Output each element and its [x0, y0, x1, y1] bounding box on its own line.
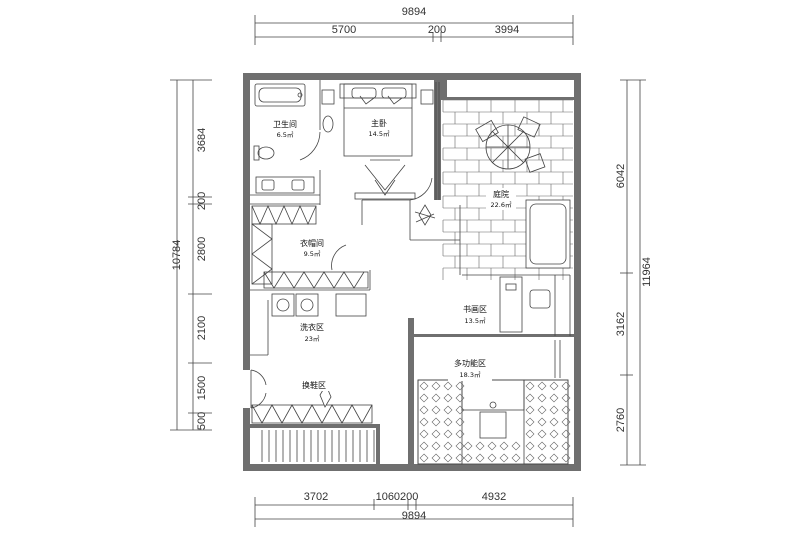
room-area-bathroom: 6.5㎡: [277, 130, 294, 139]
patio-umbrella-icon: [475, 116, 546, 173]
tv-stand-icon: [354, 159, 416, 200]
right-dimension-3: 2760: [615, 408, 627, 432]
top-dimensions: 9894 5700 200 3994: [254, 6, 574, 45]
right-dimensions: 6042 3162 2760 11964: [615, 79, 653, 466]
wardrobe-icon: [251, 205, 369, 289]
room-label-study: 书画区: [463, 304, 487, 314]
right-dimension-1: 6042: [615, 164, 627, 188]
room-area-closet: 9.5㎡: [304, 249, 321, 258]
left-dimension-5: 1500: [196, 376, 208, 400]
room-area-study: 13.5㎡: [465, 316, 486, 325]
room-area-laundry: 23㎡: [305, 334, 320, 343]
bathtub-icon: [254, 83, 306, 107]
room-label-bathroom: 卫生间: [273, 119, 297, 129]
closet-door-icon: [331, 244, 347, 271]
bottom-dimension-1: 3702: [304, 491, 328, 503]
sofa-sectional-icon: [417, 379, 569, 465]
left-dimension-1: 3684: [196, 128, 208, 152]
desk-icon: [499, 276, 551, 333]
room-label-shoe-area: 换鞋区: [302, 380, 326, 390]
wash-basin-icon: [255, 176, 315, 194]
top-dimension-3: 3994: [495, 24, 519, 36]
bottom-dimensions: 3702 1060200 4932 9894: [254, 491, 574, 527]
bed-icon: [321, 83, 434, 157]
staircase-icon: [261, 430, 375, 462]
left-dimension-6: 500: [196, 412, 208, 430]
bottom-total-dimension: 9894: [402, 510, 426, 522]
bathroom-door-icon: [299, 115, 334, 161]
top-dimension-2: 200: [428, 24, 446, 36]
washing-machine-icon: [271, 293, 367, 317]
room-label-courtyard: 庭院: [493, 189, 509, 199]
garden-bed-icon: [525, 199, 571, 269]
right-dimension-2: 3162: [615, 312, 627, 336]
room-label-master-bedroom: 主卧: [371, 118, 387, 128]
left-dimension-3: 2800: [196, 237, 208, 261]
bottom-dimension-2: 1060200: [376, 491, 419, 503]
entry-door-icon: [250, 369, 267, 409]
right-total-dimension: 11964: [641, 257, 653, 287]
multifunction-window-icon: [554, 340, 561, 378]
room-area-multifunction: 18.3㎡: [460, 370, 481, 379]
toilet-icon: [253, 145, 275, 161]
left-dimension-4: 2100: [196, 316, 208, 340]
left-dimensions: 3684 200 2800 2100 1500 500 10784: [170, 79, 212, 431]
exterior-walls: [243, 73, 581, 471]
room-label-multifunction: 多功能区: [454, 358, 486, 368]
room-area-master-bedroom: 14.5㎡: [369, 129, 390, 138]
plant-icon: [414, 204, 436, 226]
left-dimension-2: 200: [196, 192, 208, 210]
window-icon: [409, 82, 440, 201]
top-dimension-1: 5700: [332, 24, 356, 36]
interior-walls: [250, 80, 571, 356]
room-label-closet: 衣帽间: [300, 238, 324, 248]
room-area-courtyard: 22.6㎡: [491, 200, 512, 209]
room-label-laundry: 洗衣区: [300, 322, 324, 332]
left-total-dimension: 10784: [171, 240, 183, 271]
bottom-dimension-3: 4932: [482, 491, 506, 503]
sofa-pattern: [419, 381, 571, 463]
top-total-dimension: 9894: [402, 6, 426, 18]
